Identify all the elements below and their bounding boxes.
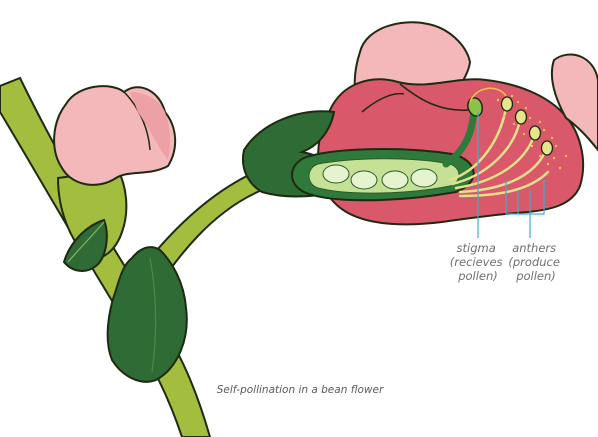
anthers-label-line2: (produce — [508, 255, 560, 269]
figure-caption: Self-pollination in a bean flower — [217, 384, 384, 396]
seed — [323, 165, 349, 183]
stigma-label: stigma (recieves pollen) — [450, 241, 506, 283]
anther — [502, 97, 513, 111]
anther — [542, 141, 553, 155]
anthers-label-line3: pollen) — [515, 269, 556, 283]
seed — [351, 171, 377, 189]
anthers-label: anthers (produce pollen) — [508, 241, 563, 283]
stigma-label-line3: pollen) — [457, 269, 498, 283]
anther — [516, 110, 527, 124]
stigma-label-line1: stigma — [457, 241, 496, 255]
stigma-label-line2: (recieves — [450, 255, 503, 269]
anthers-label-line1: anthers — [512, 241, 556, 255]
seed — [382, 171, 408, 189]
seed — [411, 169, 437, 187]
anther — [530, 126, 541, 140]
